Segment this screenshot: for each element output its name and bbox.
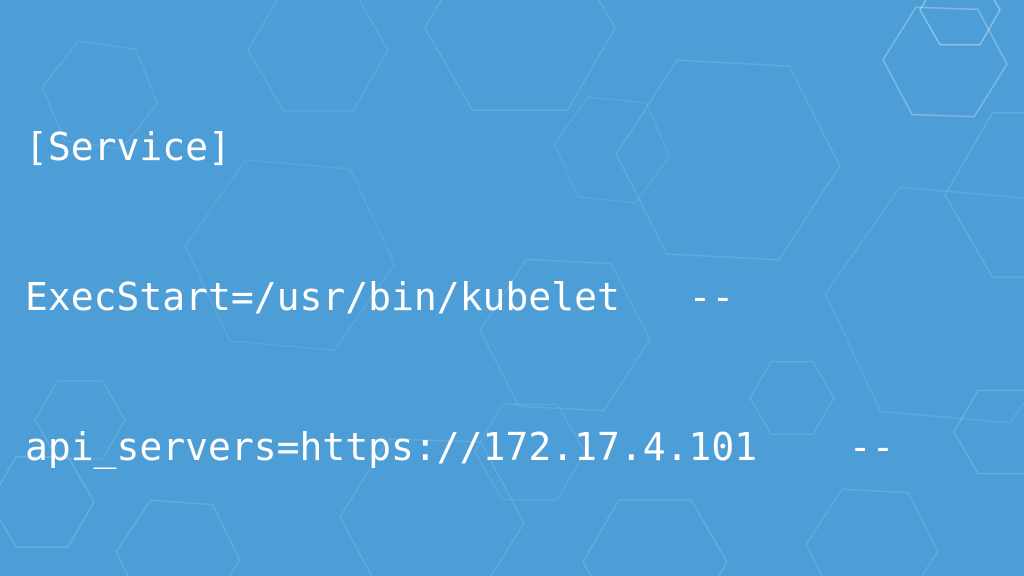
- hexagon-outline: [553, 96, 671, 204]
- hexagon-outline: [615, 59, 841, 261]
- hexagon-outline: [953, 389, 1024, 475]
- hexagon-outline: [339, 437, 525, 576]
- hexagon-outline: [424, 0, 616, 112]
- kubelet-service-config: [Service] ExecStart=/usr/bin/kubelet -- …: [25, 22, 1024, 576]
- config-line-4: register-node=true --hostname-: [25, 572, 1024, 576]
- config-line-2: ExecStart=/usr/bin/kubelet --: [25, 275, 735, 319]
- hexagon-outline: [34, 380, 126, 460]
- hexagon-outline: [479, 258, 651, 412]
- config-line-1: [Service]: [25, 125, 231, 169]
- hexagon-outline: [582, 498, 728, 576]
- hexagon-outline: [0, 456, 95, 548]
- hexagon-outline: [919, 0, 1001, 46]
- hexagon-outline: [474, 403, 586, 501]
- hexagon-outline: [247, 0, 389, 112]
- hexagon-outline: [115, 499, 241, 576]
- hexagon-outline: [184, 159, 396, 351]
- hexagon-outline: [749, 360, 835, 436]
- config-line-3: api_servers=https://172.17.4.101 --: [25, 425, 895, 469]
- hexagon-outline: [882, 6, 1008, 118]
- hexagon-outline: [805, 488, 939, 576]
- hexagon-outline: [824, 186, 1024, 424]
- hexagon-outline: [944, 111, 1024, 279]
- hexagon-outline: [41, 40, 159, 150]
